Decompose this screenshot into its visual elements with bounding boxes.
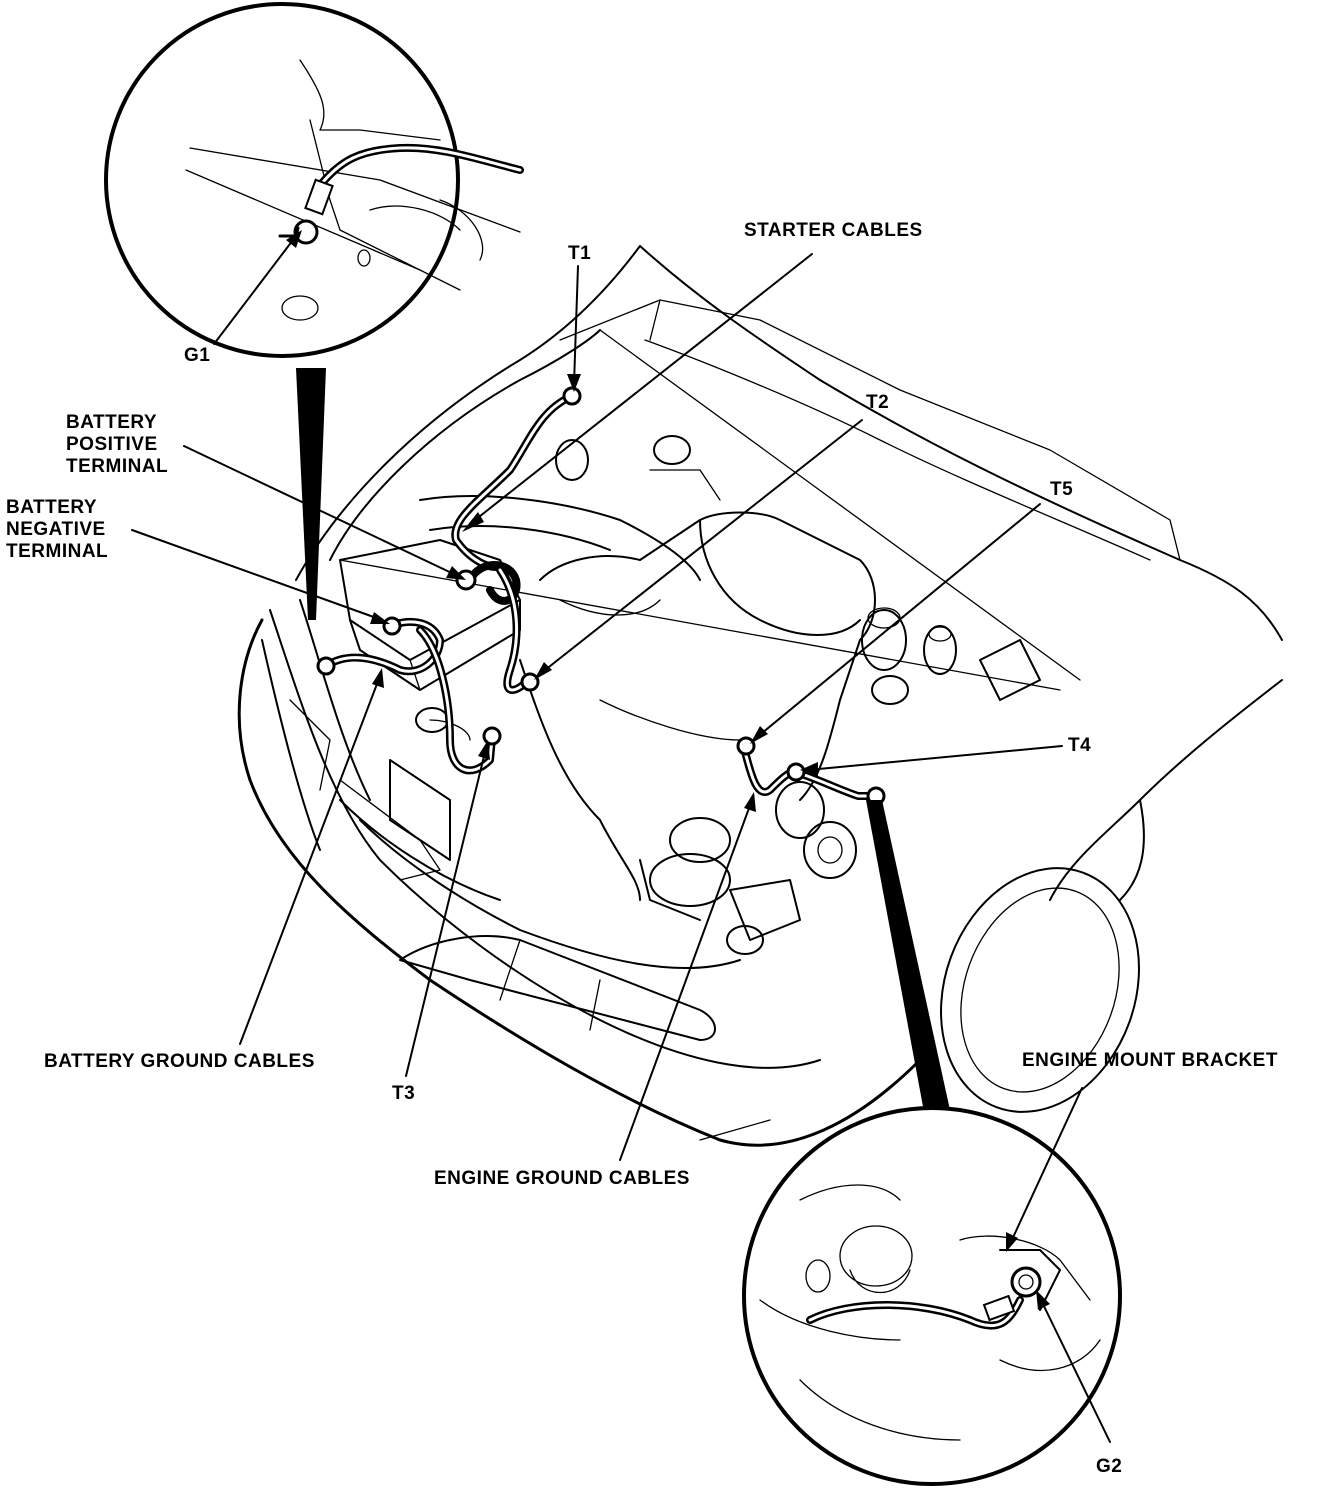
battery-positive-line-3: TERMINAL — [66, 456, 169, 477]
g1-detail-magnifier — [104, 2, 524, 620]
battery-ground-cables-label: BATTERY GROUND CABLES — [44, 1051, 315, 1072]
g1-label: G1 — [184, 345, 211, 366]
t3-bolt — [482, 726, 502, 746]
t1-label: T1 — [568, 243, 592, 264]
t1-bolt — [562, 386, 582, 406]
g2-label: G2 — [1096, 1456, 1123, 1477]
cables — [322, 392, 878, 800]
battery-negative-terminal-label: BATTERY NEGATIVE TERMINAL — [6, 497, 108, 563]
starter-cables-label: STARTER CABLES — [744, 220, 923, 241]
engine-block — [419, 435, 1041, 955]
battery-negative-line-2: NEGATIVE — [6, 519, 106, 540]
leader-lines — [131, 230, 1111, 1443]
t4-label: T4 — [1068, 735, 1092, 756]
t3-label: T3 — [392, 1083, 416, 1104]
battery-positive-terminal-label: BATTERY POSITIVE TERMINAL — [66, 412, 168, 478]
engine-ground-cables-label: ENGINE GROUND CABLES — [434, 1168, 690, 1189]
battery-positive-line-2: POSITIVE — [66, 434, 158, 455]
battery-negative-line-3: TERMINAL — [6, 541, 109, 562]
t5-label: T5 — [1050, 479, 1074, 500]
terminal-bolts — [316, 386, 886, 806]
t4-bolt — [786, 762, 806, 782]
battery-positive-line-1: BATTERY — [66, 412, 158, 433]
g1-bolt-main — [316, 656, 336, 676]
battery-negative-line-1: BATTERY — [6, 497, 98, 518]
car-body — [237, 245, 1283, 1147]
t2-label: T2 — [866, 392, 890, 413]
t5-bolt — [736, 736, 756, 756]
engine-mount-bracket-label: ENGINE MOUNT BRACKET — [1022, 1050, 1278, 1071]
g2-detail-magnifier — [742, 800, 1122, 1486]
negative-terminal-post — [382, 616, 402, 636]
t2-bolt — [520, 672, 540, 692]
